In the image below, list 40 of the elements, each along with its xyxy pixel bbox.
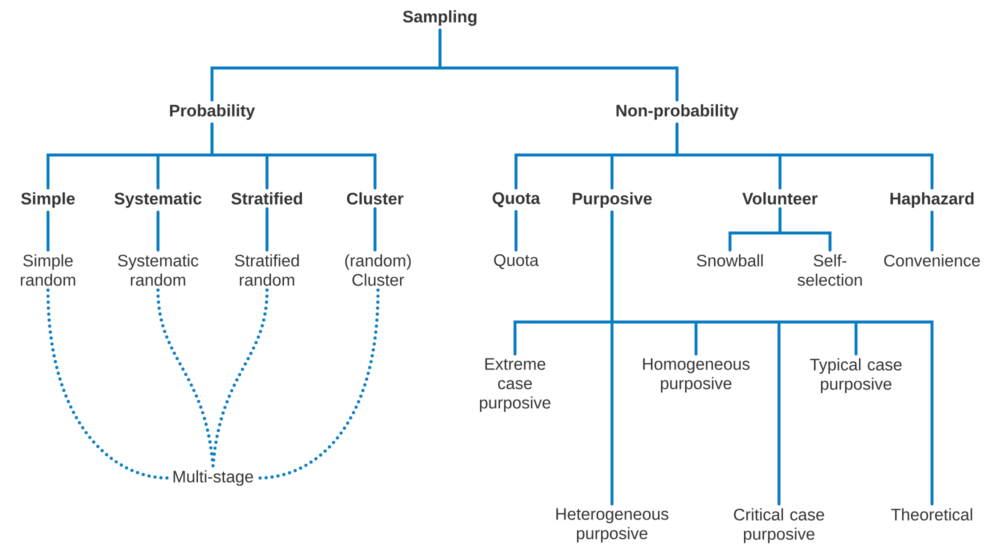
tree-connector: [438, 28, 678, 102]
tree-connector: [266, 207, 268, 252]
category-heading: Haphazard: [890, 192, 974, 208]
category-label: Quota: [494, 254, 539, 270]
tree-connector: [514, 210, 518, 252]
dotted-connector: [46, 288, 170, 480]
category-label: Convenience: [884, 254, 980, 267]
category-label: Self- selection: [798, 254, 862, 286]
tree-connector: [676, 122, 934, 190]
category-heading: Non-probability: [616, 104, 738, 120]
tree-connector: [210, 122, 376, 190]
category-label: Simple random: [20, 254, 76, 286]
category-heading: Volunteer: [742, 192, 818, 205]
category-label: Theoretical: [891, 508, 972, 521]
category-heading: Purposive: [572, 192, 652, 208]
dotted-connector: [256, 288, 380, 480]
category-label: Stratified random: [234, 254, 299, 286]
category-label: (random) Cluster: [345, 254, 411, 286]
category-label: Snowball: [696, 254, 763, 267]
category-label: Homogeneous purposive: [643, 358, 750, 393]
category-heading: Simple: [21, 192, 75, 208]
category-heading: Sampling: [402, 10, 476, 26]
tree-connector: [778, 207, 832, 252]
category-label: Systematic random: [118, 254, 198, 286]
category-label: Critical case purposive: [734, 508, 824, 544]
category-heading: Systematic: [114, 192, 202, 208]
tree-connector: [156, 210, 160, 252]
category-label: Typical case purposive: [810, 358, 902, 394]
category-label: Heterogeneous purposive: [556, 508, 668, 543]
category-heading: Stratified: [231, 192, 302, 205]
category-label: Multi-stage: [174, 470, 254, 486]
tree-connector: [374, 207, 376, 252]
tree-connector: [610, 210, 934, 506]
dotted-connector: [156, 288, 215, 468]
category-label: Extreme case purposive: [480, 358, 550, 412]
category-heading: Probability: [170, 104, 255, 120]
category-heading: Cluster: [346, 192, 404, 205]
tree-connector: [930, 210, 934, 252]
tree-connector: [46, 210, 50, 252]
category-heading: Quota: [492, 192, 540, 208]
